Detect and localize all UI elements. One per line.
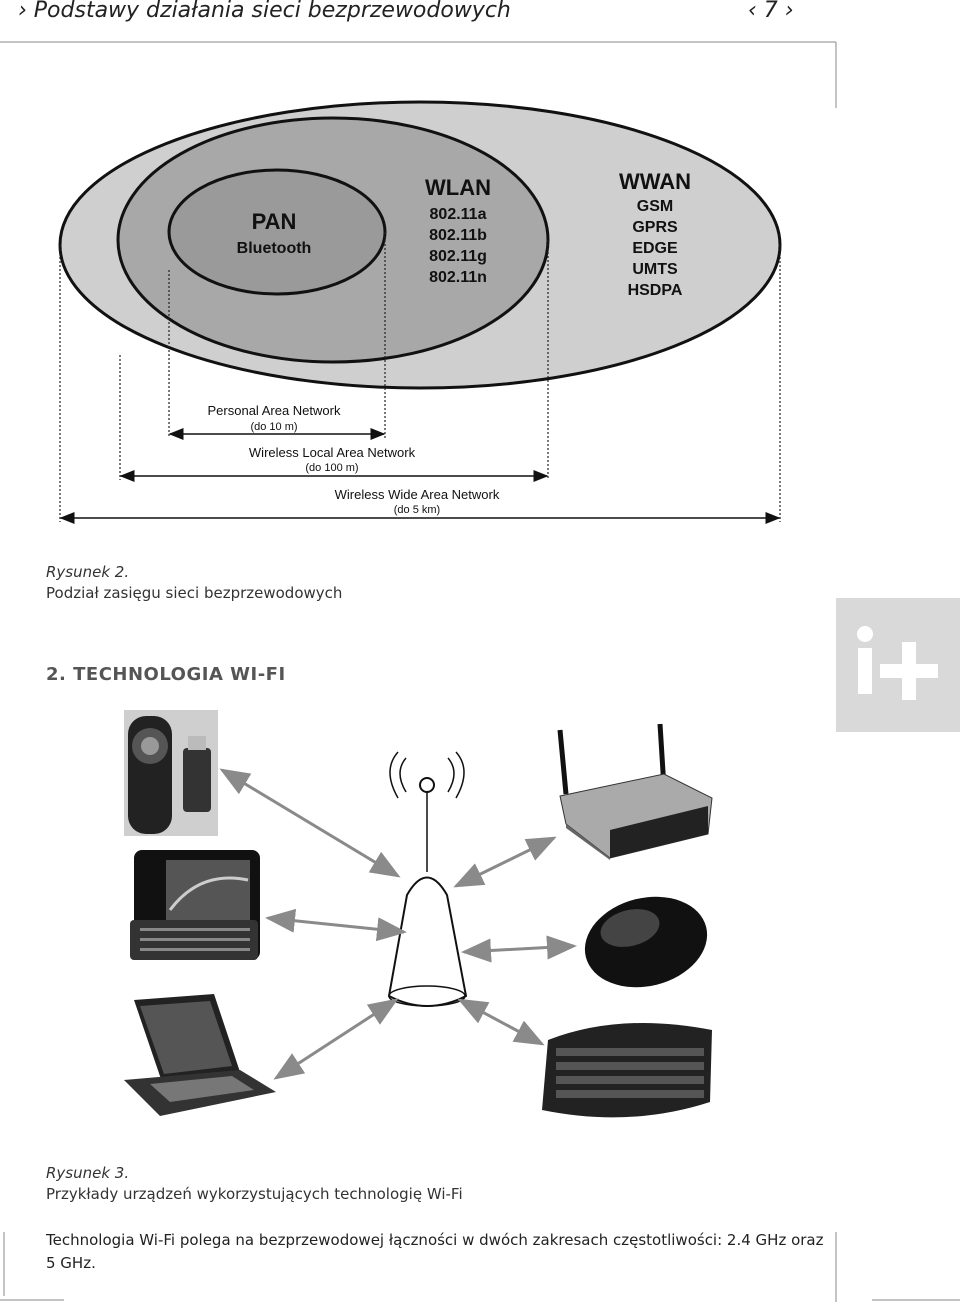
section-heading: 2. TECHNOLOGIA WI-FI — [46, 664, 286, 685]
wlan-item: 802.11a — [430, 206, 487, 223]
wlan-item: 802.11n — [429, 269, 487, 286]
range-label-pan: Personal Area Network — [208, 403, 341, 418]
range-label-wlan: Wireless Local Area Network — [249, 445, 416, 460]
pan-title: PAN — [252, 209, 297, 234]
wwan-item: EDGE — [632, 240, 678, 257]
wwan-item: HSDPA — [628, 282, 683, 299]
figure-caption-label: Rysunek 3. — [46, 1164, 130, 1182]
range-value-wwan: (do 5 km) — [394, 504, 440, 516]
figure-caption-text: Przykłady urządzeń wykorzystujących tech… — [46, 1185, 463, 1203]
body-paragraph: Technologia Wi-Fi polega na bezprzewodow… — [46, 1231, 824, 1272]
wlan-item: 802.11g — [429, 248, 487, 265]
wireless-router-image — [557, 723, 713, 860]
page-number: ‹ 7 › — [748, 0, 794, 23]
laptop-image — [124, 994, 276, 1116]
info-plus-badge — [836, 598, 960, 732]
presenter-remote-image — [124, 710, 218, 836]
figure-caption-label: Rysunek 2. — [46, 563, 130, 581]
range-value-wlan: (do 100 m) — [305, 462, 358, 474]
range-value-pan: (do 10 m) — [250, 421, 297, 433]
wwan-item: UMTS — [632, 261, 678, 278]
wwan-title: WWAN — [619, 169, 691, 194]
pan-item: Bluetooth — [237, 240, 312, 257]
info-plus-icon — [857, 626, 938, 700]
range-label-wwan: Wireless Wide Area Network — [335, 487, 500, 502]
figure-caption-text: Podział zasięgu sieci bezprzewodowych — [46, 584, 343, 602]
wifi-devices-illustration — [124, 710, 713, 1118]
smartphone-image — [130, 850, 260, 960]
wlan-item: 802.11b — [429, 227, 487, 244]
access-point-image — [387, 751, 468, 1007]
wwan-item: GSM — [637, 198, 673, 215]
running-header-title: › Podstawy działania sieci bezprzewodowy… — [18, 0, 511, 23]
wwan-item: GPRS — [632, 219, 678, 236]
wlan-title: WLAN — [425, 175, 491, 200]
wireless-range-diagram: PAN Bluetooth WLAN 802.11a 802.11b 802.1… — [58, 100, 782, 524]
wireless-keyboard-image — [542, 1022, 712, 1118]
wireless-mouse-image — [584, 896, 708, 988]
